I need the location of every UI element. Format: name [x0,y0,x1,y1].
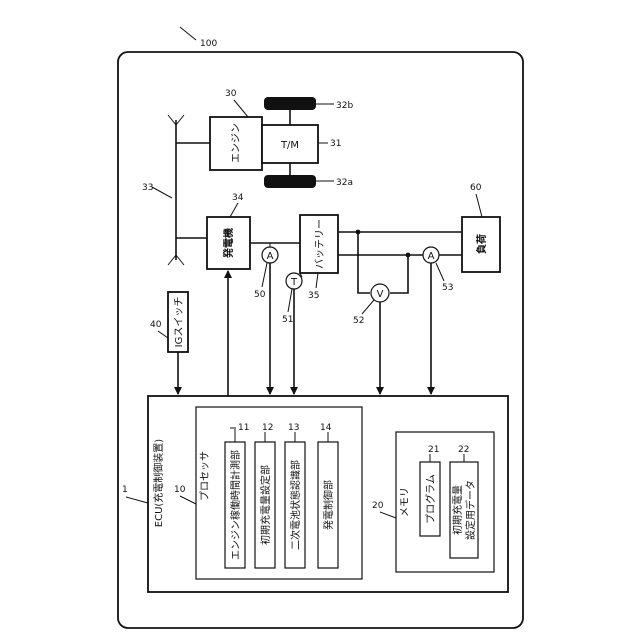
ig-switch-label: IGスイッチ [173,297,185,348]
ref-engine-time: 11 [238,423,249,433]
engine-time-label: エンジン稼働時間計測部 [229,450,242,560]
ammeter-load-label: A [428,251,435,262]
battery-state-label: 二次電池状態認識部 [289,460,302,550]
program-label: プログラム [424,474,437,524]
voltmeter-label: V [377,289,384,300]
ref-engine: 30 [225,89,237,99]
memory-label: メモリ [400,487,411,517]
ref-gen-control: 14 [320,423,332,433]
processor-label: プロセッサ [199,451,211,501]
battery-label: バッテリー [314,219,326,269]
ref-load: 60 [470,183,482,193]
thermo-label: T [290,277,298,288]
wheel-32b [264,97,316,110]
ammeter-gen-label: A [267,251,274,262]
ref-voltmeter: 52 [353,316,364,326]
initial-setting-label: 初期充電量設定部 [259,465,272,545]
initial-data-label-1: 初期充電量 [451,485,464,535]
ref-ammeter-gen: 50 [254,290,266,300]
ref-tm: 31 [330,139,341,149]
ref-ig-switch: 40 [150,320,162,330]
ref-wheel-a: 32a [336,178,353,188]
ref-ecu: 1 [122,485,128,495]
tm-label: T/M [280,140,299,151]
initial-data-label-2: 設定用データ [464,480,477,540]
generator-label: 発電機 [222,228,235,259]
wheel-32a [264,175,316,188]
gen-control-label: 発電制御部 [322,480,335,530]
ref-wheel-b: 32b [336,101,353,111]
ecu-label: ECU(充電制御装置) [152,439,165,528]
ref-initial-data: 22 [458,445,469,455]
load-label: 負荷 [475,234,488,254]
ref-battery-state: 13 [288,423,299,433]
engine-label: エンジン [231,123,242,163]
ref-thermo: 51 [282,315,293,325]
ref-system: 100 [200,39,217,49]
ref-battery: 35 [308,291,319,301]
leader-system [180,27,196,40]
ref-ammeter-load: 53 [442,283,453,293]
ref-shaft: 33 [142,183,153,193]
ref-program: 21 [428,445,439,455]
ref-processor: 10 [174,485,186,495]
ref-memory: 20 [372,501,384,511]
ref-initial-setting: 12 [262,423,273,433]
ref-generator: 34 [232,193,244,203]
